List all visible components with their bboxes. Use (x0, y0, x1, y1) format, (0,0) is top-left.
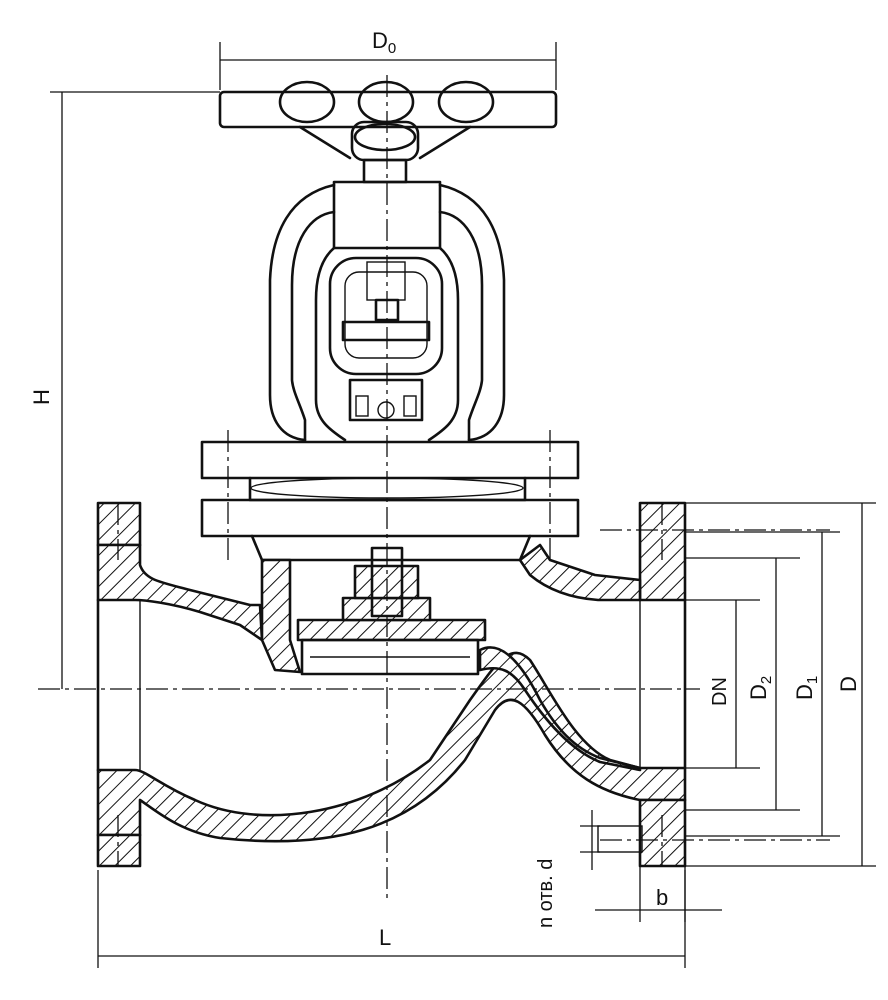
label-d2: D2 (746, 676, 775, 700)
handwheel (218, 80, 558, 162)
label-l: L (379, 925, 391, 950)
label-holes: n отв. d (535, 859, 557, 928)
valve-body (96, 501, 687, 868)
label-h: H (29, 389, 54, 405)
label-d0: D0 (372, 28, 396, 57)
labels: D0 H L DN D2 D1 D n отв. d b (29, 28, 861, 950)
dimension-lines (50, 42, 876, 968)
label-dn: DN (709, 677, 731, 706)
label-b: b (656, 885, 668, 910)
label-d: D (836, 676, 861, 692)
bonnet (200, 440, 580, 562)
yoke (268, 158, 506, 442)
center-lines (38, 75, 830, 900)
label-d1: D1 (792, 676, 821, 700)
